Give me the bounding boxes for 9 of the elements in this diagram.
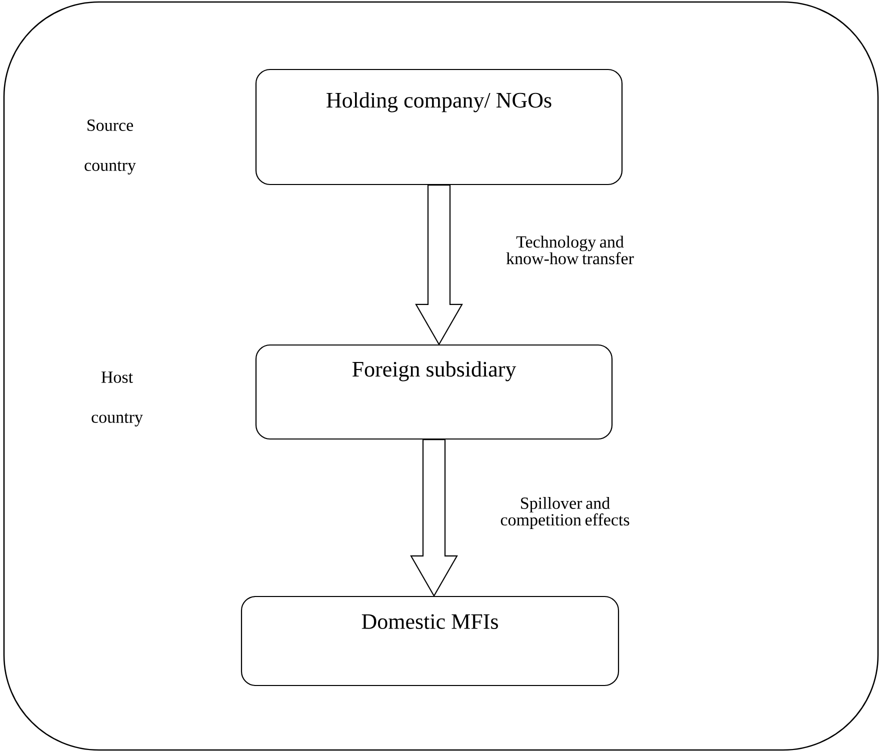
process-box: Domestic MFIs — [240, 596, 620, 686]
region-label: Host country — [92, 372, 143, 426]
process-box: Holding company/ NGOs — [255, 68, 623, 186]
edge-label: Spillover and competition effects — [500, 497, 630, 530]
process-box: Foreign subsidiary — [255, 344, 613, 440]
block-arrow — [415, 184, 463, 346]
region-label: Source country — [84, 120, 136, 174]
edge-label: Technology and know-how transfer — [506, 236, 634, 264]
block-arrow — [410, 439, 458, 598]
